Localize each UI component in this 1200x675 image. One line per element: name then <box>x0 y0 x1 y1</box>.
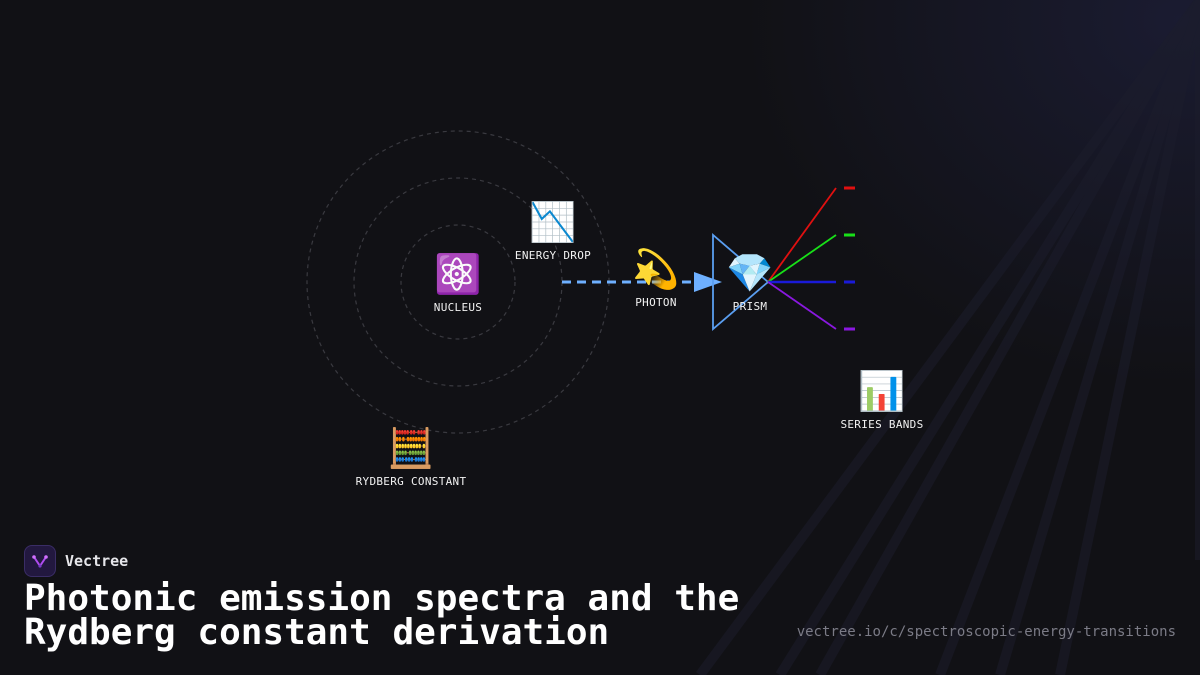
node-rydberg-constant: 🧮 RYDBERG CONSTANT <box>356 425 467 488</box>
source-url: vectree.io/c/spectroscopic-energy-transi… <box>796 624 1176 640</box>
chart-decreasing-icon: 📉 <box>529 200 577 244</box>
brand: Vectree <box>24 544 128 578</box>
node-label-prism: PRISM <box>732 300 768 313</box>
node-prism: 💎 PRISM <box>726 250 773 313</box>
spectrum-line-violet <box>767 281 837 330</box>
atom-icon: ⚛️ <box>434 252 482 296</box>
orbit-inner <box>400 224 516 340</box>
photon-beam-arrowhead <box>694 272 722 292</box>
node-series-bands: 📊 SERIES BANDS <box>840 368 923 431</box>
node-label-nucleus: NUCLEUS <box>433 301 483 314</box>
prism-outline <box>712 233 770 331</box>
page-title: Photonic emission spectra and the Rydber… <box>24 581 784 653</box>
node-label-rydberg-constant: RYDBERG CONSTANT <box>355 475 467 488</box>
node-label-photon: PHOTON <box>635 296 677 309</box>
spectrum-line-red <box>767 187 837 283</box>
gem-icon: 💎 <box>726 251 774 295</box>
dizzy-star-icon: 💫 <box>632 247 680 291</box>
bar-chart-icon: 📊 <box>858 369 906 413</box>
node-nucleus: ⚛️ NUCLEUS <box>434 251 482 314</box>
brand-name: Vectree <box>65 552 129 570</box>
vectree-logo-icon <box>24 545 56 577</box>
abacus-icon: 🧮 <box>387 426 435 470</box>
title-line-2: Rydberg constant derivation <box>24 612 610 653</box>
node-label-energy-drop: ENERGY DROP <box>514 249 592 262</box>
node-photon: 💫 PHOTON <box>632 246 679 309</box>
node-energy-drop: 📉 ENERGY DROP <box>515 199 591 262</box>
title-line-1: Photonic emission spectra and the <box>24 578 740 619</box>
node-label-series-bands: SERIES BANDS <box>840 418 924 431</box>
spectrum-line-green <box>767 234 837 283</box>
